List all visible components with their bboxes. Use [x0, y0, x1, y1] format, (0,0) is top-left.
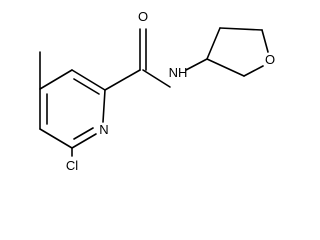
chemical-structure-diagram: O NH N O Cl [39, 9, 275, 173]
bond-nitrogen-oxolane [185, 58, 208, 71]
atom-chlorine: Cl [66, 158, 78, 173]
atom-ring-oxygen: O [265, 52, 275, 67]
bond-ring-double-c6-n1 [73, 127, 94, 140]
bond-ring-n1-c2 [102, 89, 106, 123]
bond-ring-carbonyl [104, 69, 141, 91]
atom-ring-nitrogen: N [99, 122, 108, 137]
bond-oxolane-c2-c3 [206, 58, 245, 77]
bond-ring-c6-n1 [71, 133, 97, 149]
bond-oxolane-o-c2 [243, 65, 264, 77]
bond-carbonyl-nitrogen [142, 69, 171, 88]
atom-carbonyl-oxygen: O [138, 9, 148, 24]
bond-ring-double-c2-c3 [73, 78, 100, 95]
bond-oxolane-c5-o [261, 29, 269, 53]
atom-amide-nitrogen: NH [169, 65, 188, 80]
bond-oxolane-c3-c4 [206, 27, 221, 60]
bond-ring-c3-c4 [39, 69, 73, 90]
bond-ring-c5-c6 [39, 128, 73, 149]
bond-oxolane-c4-c5 [219, 27, 263, 31]
bond-ring-c2-c3 [71, 69, 106, 91]
